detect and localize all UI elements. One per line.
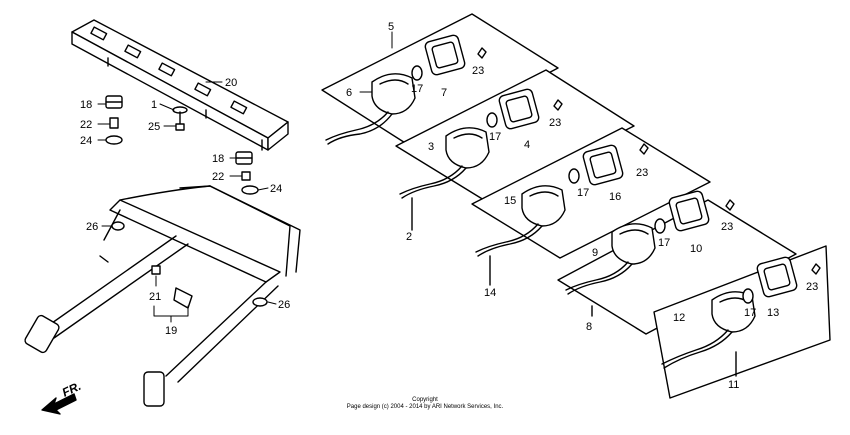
washer-24b (241, 185, 259, 195)
callout-13: 13 (767, 307, 779, 319)
callout-17-a: 17 (411, 83, 423, 95)
callout-24-b: 24 (270, 183, 282, 195)
winker-assembly-panel-2 (395, 69, 635, 231)
nut-21 (151, 265, 161, 275)
winker-assembly-panel-8 (557, 190, 797, 335)
callout-6: 6 (346, 87, 352, 99)
callout-14: 14 (484, 287, 496, 299)
bolt-26a (111, 221, 125, 231)
callout-10: 10 (690, 243, 702, 255)
callout-26-b: 26 (278, 299, 290, 311)
callout-22-a: 22 (80, 119, 92, 131)
rubber-mount-18b (235, 151, 253, 165)
callout-4: 4 (524, 139, 530, 151)
callout-17-d: 17 (658, 237, 670, 249)
callout-23-b: 23 (549, 117, 561, 129)
callout-9: 9 (592, 247, 598, 259)
callout-18-b: 18 (212, 153, 224, 165)
collar-22b (241, 171, 251, 181)
winker-assembly-panel-14 (471, 127, 711, 286)
washer-24a (105, 135, 123, 145)
callout-18-a: 18 (80, 99, 92, 111)
callout-24-a: 24 (80, 135, 92, 147)
copyright-title: Copyright (412, 397, 438, 403)
winker-assembly-panel-5 (321, 13, 559, 147)
callout-15: 15 (504, 195, 516, 207)
callout-23-d: 23 (721, 221, 733, 233)
callout-11: 11 (728, 379, 739, 391)
callout-23-c: 23 (636, 167, 648, 179)
bolt-26b (252, 297, 268, 307)
callout-8: 8 (586, 321, 592, 333)
callout-5: 5 (388, 21, 394, 33)
callout-16: 16 (609, 191, 621, 203)
callout-17-e: 17 (744, 307, 756, 319)
collar-22a (109, 117, 119, 129)
callout-1: 1 (151, 99, 157, 111)
callout-20: 20 (225, 77, 237, 89)
callout-2: 2 (406, 231, 412, 243)
callout-labels: 5 6 7 17 23 3 4 17 23 2 15 16 17 23 14 9… (80, 21, 818, 391)
callout-3: 3 (428, 141, 434, 153)
callout-26-a: 26 (86, 221, 98, 233)
winker-assembly-panel-11 (653, 245, 831, 399)
front-direction-label: FR. (60, 379, 83, 400)
callout-22-b: 22 (212, 171, 224, 183)
callout-17-c: 17 (577, 187, 589, 199)
callout-23-a: 23 (472, 65, 484, 77)
callout-25: 25 (148, 121, 160, 133)
leader-lines (97, 31, 393, 323)
front-direction-arrow-icon (41, 393, 77, 415)
top-bracket-plate (71, 19, 289, 151)
rubber-mount-18a (105, 95, 123, 109)
copyright-text: Page design (c) 2004 - 2014 by ARI Netwo… (346, 404, 504, 410)
callout-19: 19 (165, 325, 177, 337)
callout-7: 7 (441, 87, 447, 99)
winker-stay-frame (24, 185, 301, 407)
copyright-notice: Copyright Page design (c) 2004 - 2014 by… (330, 397, 520, 411)
bolt-25 (172, 106, 188, 131)
callout-21: 21 (149, 291, 161, 303)
callout-17-b: 17 (489, 131, 501, 143)
callout-12: 12 (673, 312, 685, 324)
callout-23-e: 23 (806, 281, 818, 293)
